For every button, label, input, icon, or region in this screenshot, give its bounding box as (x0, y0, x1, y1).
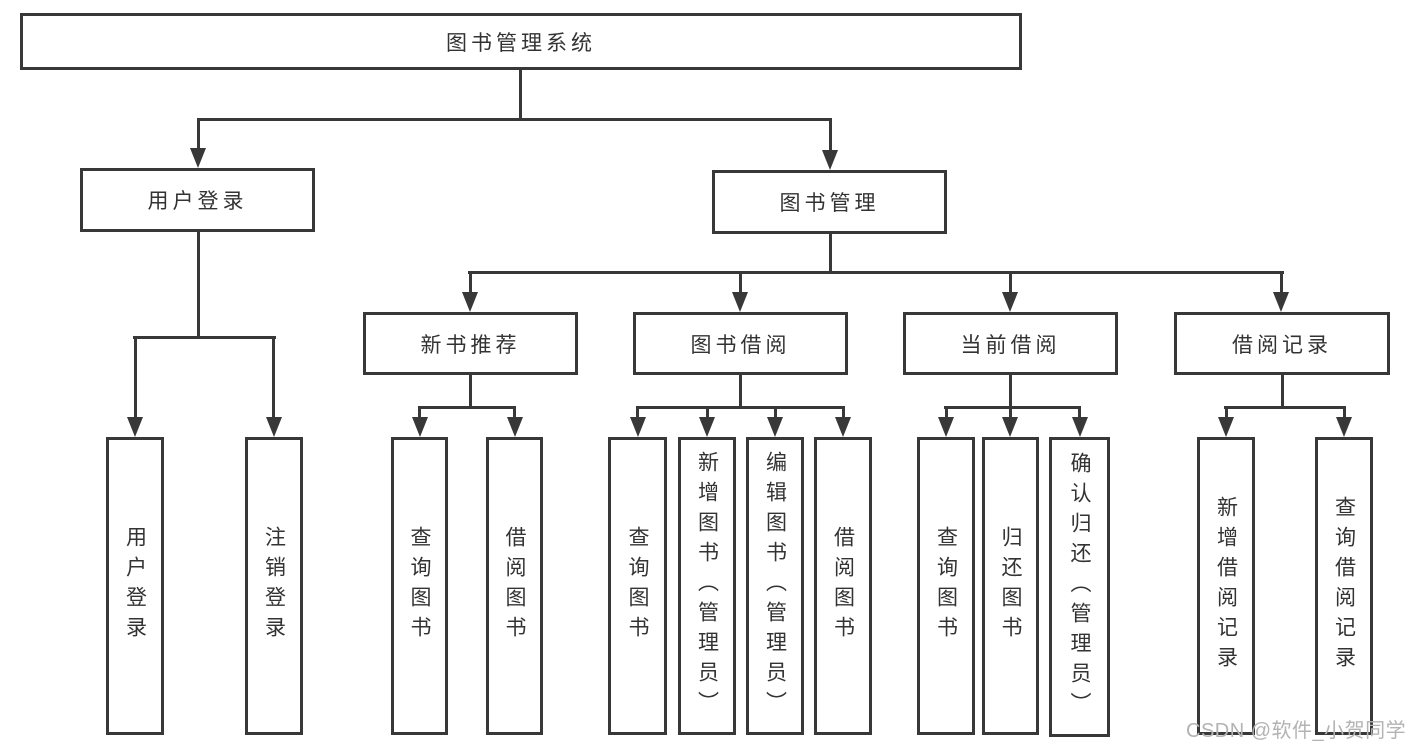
arrowhead-to-book-borrowing (732, 292, 748, 312)
node-new-book-recommend: 新书推荐 (363, 312, 578, 375)
node-query-books-2: 查询图书 (608, 437, 667, 735)
arrowhead-to-query-books-2 (630, 417, 646, 437)
connector-arm-new-book-recommend (469, 271, 472, 294)
connector-arm-confirm-return (1078, 406, 1081, 419)
node-book-management-label: 图书管理 (779, 192, 880, 215)
node-user-login-label: 用户登录 (147, 190, 248, 213)
node-edit-books-admin-label: 编辑图书（管理员） (763, 451, 787, 721)
node-library-management-system-label: 图书管理系统 (446, 31, 596, 55)
node-borrow-books-1-label: 借阅图书 (503, 526, 526, 646)
connector-current-borrowing-stem (1009, 375, 1012, 406)
connector-arm-book-borrowing (739, 271, 742, 294)
arrowhead-to-confirm-return (1072, 417, 1088, 437)
node-add-books-admin-label: 新增图书（管理员） (695, 451, 719, 721)
arrowhead-to-new-book-recommend (462, 292, 478, 312)
connector-root-arm-user-login (197, 118, 200, 151)
connector-arm-edit-books (774, 406, 777, 419)
node-borrow-books-2: 借阅图书 (814, 437, 872, 735)
arrowhead-to-edit-books (767, 417, 783, 437)
arrowhead-to-borrow-books-1 (507, 417, 523, 437)
arrowhead-to-borrowing-records (1273, 292, 1289, 312)
node-logout-leaf-label: 注销登录 (262, 526, 286, 646)
node-borrow-books-1: 借阅图书 (486, 437, 543, 735)
connector-arm-logout (272, 336, 275, 419)
node-book-borrowing-label: 图书借阅 (690, 333, 791, 357)
connector-arm-current-borrowing (1009, 271, 1012, 294)
node-query-borrow-record: 查询借阅记录 (1315, 437, 1373, 735)
arrowhead-to-query-borrow-record (1336, 417, 1352, 437)
node-query-books-1: 查询图书 (391, 437, 448, 735)
connector-root-stem (519, 70, 522, 118)
arrowhead-to-add-books (699, 417, 715, 437)
connector-new-book-stem (469, 375, 472, 406)
node-borrow-books-2-label: 借阅图书 (831, 526, 855, 646)
node-query-borrow-record-label: 查询借阅记录 (1332, 496, 1356, 676)
connector-book-management-rail (468, 271, 1284, 274)
connector-arm-query-borrow-record (1343, 406, 1346, 419)
arrowhead-to-logout (266, 417, 282, 437)
node-add-books-admin: 新增图书（管理员） (678, 437, 736, 735)
connector-book-borrowing-stem (739, 375, 742, 406)
connector-current-borrowing-rail (944, 406, 1081, 409)
connector-arm-borrow-books-2 (842, 406, 845, 419)
connector-arm-add-books (706, 406, 709, 419)
node-library-management-system: 图书管理系统 (20, 13, 1022, 70)
connector-arm-query-books-2 (636, 406, 639, 419)
connector-root-rail (197, 118, 832, 121)
connector-arm-login (134, 336, 137, 419)
connector-arm-add-borrow-record (1225, 406, 1228, 419)
arrowhead-to-book-management (822, 150, 838, 170)
node-current-borrowing: 当前借阅 (903, 312, 1118, 375)
node-login-leaf: 用户登录 (106, 437, 164, 735)
connector-new-book-rail (418, 406, 516, 409)
connector-arm-return-books (1009, 406, 1012, 419)
arrowhead-to-current-borrowing (1002, 292, 1018, 312)
connector-user-login-rail (133, 336, 276, 339)
node-book-borrowing: 图书借阅 (633, 312, 848, 375)
node-return-books-label: 归还图书 (999, 526, 1022, 646)
connector-borrowing-records-rail (1224, 406, 1346, 409)
node-borrowing-records: 借阅记录 (1174, 312, 1390, 375)
arrowhead-to-query-books-1 (412, 417, 428, 437)
connector-arm-borrow-books-1 (513, 406, 516, 419)
node-confirm-return-admin: 确认归还（管理员） (1049, 437, 1110, 737)
node-query-books-3: 查询图书 (917, 437, 975, 735)
arrowhead-to-add-borrow-record (1218, 417, 1234, 437)
node-query-books-2-label: 查询图书 (626, 526, 649, 646)
arrowhead-to-login (127, 417, 143, 437)
arrowhead-to-borrow-books-2 (835, 417, 851, 437)
node-user-login: 用户登录 (80, 168, 315, 232)
node-new-book-recommend-label: 新书推荐 (420, 333, 521, 357)
arrowhead-to-user-login (190, 148, 206, 168)
connector-book-management-stem (829, 234, 832, 271)
connector-book-borrowing-rail (636, 406, 845, 409)
connector-root-arm-book-management (829, 118, 832, 153)
connector-arm-borrowing-records (1280, 271, 1283, 294)
node-add-borrow-record: 新增借阅记录 (1197, 437, 1255, 735)
node-logout-leaf: 注销登录 (245, 437, 303, 735)
node-current-borrowing-label: 当前借阅 (960, 333, 1061, 357)
node-confirm-return-admin-label: 确认归还（管理员） (1068, 452, 1091, 722)
node-query-books-1-label: 查询图书 (408, 526, 431, 646)
arrowhead-to-query-books-3 (938, 417, 954, 437)
node-add-borrow-record-label: 新增借阅记录 (1214, 496, 1238, 676)
connector-arm-query-books-3 (945, 406, 948, 419)
node-edit-books-admin: 编辑图书（管理员） (746, 437, 804, 735)
watermark: CSDN @软件_小贺同学 (1186, 720, 1405, 742)
node-return-books: 归还图书 (982, 437, 1039, 735)
node-login-leaf-label: 用户登录 (123, 526, 147, 646)
connector-arm-query-books-1 (418, 406, 421, 419)
node-borrowing-records-label: 借阅记录 (1232, 333, 1332, 357)
node-query-books-3-label: 查询图书 (934, 526, 958, 646)
node-book-management: 图书管理 (712, 170, 947, 234)
connector-borrowing-records-stem (1281, 375, 1284, 406)
connector-user-login-stem (197, 232, 200, 336)
arrowhead-to-return-books (1002, 417, 1018, 437)
